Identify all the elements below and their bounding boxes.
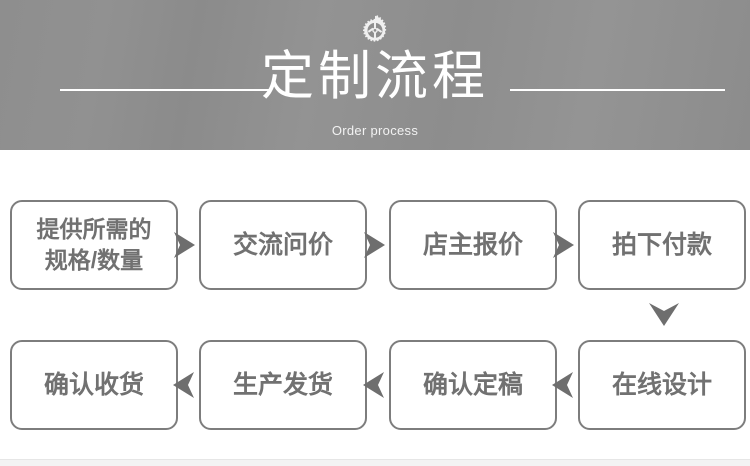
page-subtitle: Order process xyxy=(331,123,419,138)
arrow-left-icon xyxy=(361,370,387,400)
flow-node-label: 交流问价 xyxy=(232,231,333,259)
arrow-right-icon xyxy=(171,230,197,260)
title-rule-left xyxy=(60,89,272,91)
flow-node-step-8[interactable]: 确认收货 xyxy=(10,340,178,430)
flow-node-label-line1: 提供所需的 xyxy=(36,216,152,242)
bottom-divider xyxy=(0,459,750,466)
arrow-right-icon xyxy=(550,230,576,260)
flow-node-label: 生产发货 xyxy=(232,371,333,399)
flow-node-label-line2: 规格/数量 xyxy=(44,247,144,273)
flow-node-step-7[interactable]: 生产发货 xyxy=(199,340,367,430)
flow-node-step-6[interactable]: 确认定稿 xyxy=(389,340,557,430)
flow-node-step-5[interactable]: 在线设计 xyxy=(578,340,746,430)
flow-node-label: 拍下付款 xyxy=(611,231,712,259)
page-title: 定制流程 xyxy=(261,47,489,106)
title-rule-right xyxy=(510,89,725,91)
flow-node-label: 在线设计 xyxy=(611,371,712,399)
process-flow: 提供所需的 规格/数量 交流问价 店主报价 拍下付款 xyxy=(0,150,750,456)
flow-node-step-3[interactable]: 店主报价 xyxy=(389,200,557,290)
gear-icon xyxy=(358,14,392,48)
arrow-down-icon xyxy=(647,300,681,328)
flow-node-label: 确认定稿 xyxy=(422,371,523,399)
flow-node-step-4[interactable]: 拍下付款 xyxy=(578,200,746,290)
arrow-right-icon xyxy=(361,230,387,260)
flow-node-label: 店主报价 xyxy=(422,231,523,259)
flow-node-step-1[interactable]: 提供所需的 规格/数量 xyxy=(10,200,178,290)
header-banner: 定制流程 Order process xyxy=(0,0,750,150)
flow-node-label: 确认收货 xyxy=(43,371,144,399)
flow-node-step-2[interactable]: 交流问价 xyxy=(199,200,367,290)
arrow-left-icon xyxy=(171,370,197,400)
arrow-left-icon xyxy=(550,370,576,400)
